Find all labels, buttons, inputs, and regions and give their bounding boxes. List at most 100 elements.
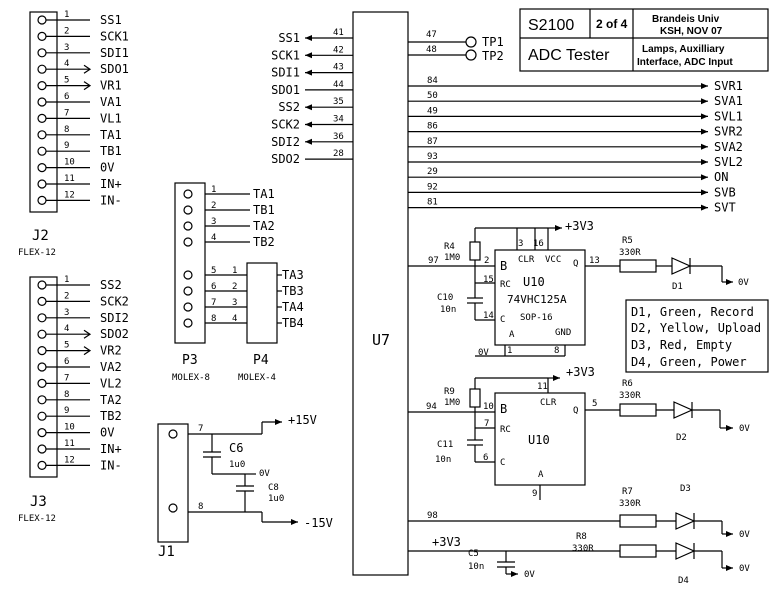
pin-signal: TB4 [282,316,304,330]
c8-ref: C8 [268,483,279,493]
pin-socket [37,31,47,42]
pin-socket [37,48,47,58]
u10b-pin7: 7 [484,419,489,429]
pin-signal: TB1 [253,203,275,217]
u10b-a: A [538,470,544,480]
pin-number: 10 [64,158,75,168]
pin-signal: SS1 [278,31,300,45]
pos-rail-label: +15V [288,413,317,427]
pin-signal: SVL1 [714,109,743,123]
r5-val: 330R [619,248,641,258]
pin-signal: VA2 [100,360,122,374]
pin-number: 43 [333,63,344,73]
pin-socket [37,163,47,173]
pin-number: 41 [333,28,344,38]
title-block: S2100 2 of 4 Brandeis Univ KSH, NOV 07 A… [519,8,769,72]
pin-number: 11 [64,439,75,449]
u10a-vcc: VCC [545,255,561,265]
j2-part: FLEX-12 [18,248,56,258]
pin-signal: VL2 [100,376,122,390]
pin-socket [183,286,193,296]
pin-signal: SCK2 [271,118,300,132]
pin-socket [37,346,47,356]
u10a-rc: RC [500,280,511,290]
u10a-pin13: 13 [589,256,600,266]
pin-socket [37,64,47,74]
pin-number: 84 [427,76,438,86]
pin-number: 5 [64,76,69,86]
pin-number: 3 [232,298,237,308]
r9-val: 1M0 [444,398,460,408]
c8-val: 1u0 [268,494,284,504]
c11-ref: C11 [437,440,453,450]
pin-number: 8 [211,314,216,324]
pin-socket [37,378,47,388]
pin-signal: ON [714,170,728,184]
u10a-pin14: 14 [483,311,494,321]
pin-number: 86 [427,122,438,132]
d2-ref: D2 [676,433,687,443]
pin-signal: SDI1 [100,46,129,60]
u10b-rc: RC [500,425,511,435]
pin-signal: SDI1 [271,66,300,80]
u10a-pin2: 2 [484,256,489,266]
c6-val: 1u0 [229,460,245,470]
pin-socket [37,395,47,405]
tp1-pin: 47 [426,30,437,40]
pin-signal: TB2 [253,235,275,249]
u7-ref: U7 [372,331,390,349]
pin-direction-icon [83,346,92,356]
j3-part: FLEX-12 [18,514,56,524]
pin-direction-icon [83,64,92,74]
pin-number: 3 [64,43,69,53]
pin-number: 2 [232,282,237,292]
pin-signal: SVT [714,201,736,215]
u10b-b: B [500,402,507,416]
pin-number: 1 [64,10,69,20]
pin-number: 1 [64,275,69,285]
pin-number: 9 [64,406,69,416]
u10a-clr: CLR [518,255,535,265]
u10a-supply: +3V3 [565,219,594,233]
pin-number: 87 [427,137,438,147]
pin-signal: SVA2 [714,140,743,154]
pin-number: 2 [64,26,69,36]
neg-rail-label: -15V [304,516,333,530]
pin-signal: TA4 [282,300,304,314]
pin-socket [37,113,47,124]
u10b-pin11: 11 [537,382,548,392]
legend-line-4: D4, Green, Power [631,355,747,369]
pin-signal: VR2 [100,344,122,358]
led-legend: D1, Green, Record D2, Yellow, Upload D3,… [625,299,769,373]
gnd-label-j1: 0V [259,469,270,479]
led-chains: R5 330R 0V D1 R6 330R 0V D2 98 R7 330R 0… [408,236,750,586]
pin-number: 4 [64,59,69,69]
pin-number: 3 [211,217,216,227]
pin-number: 6 [211,282,216,292]
pin-signal: SS1 [100,13,122,27]
u7-pin-97: 97 [428,256,439,266]
pin-signal: TA1 [100,128,122,142]
pin-signal: TB3 [282,284,304,298]
u10a-gnd-label: 0V [478,348,489,358]
j1-pin-bottom: 8 [198,502,203,512]
u10b-clr: CLR [540,398,557,408]
pin-signal: SDO1 [271,83,300,97]
sheet-label: S2100 [528,17,574,34]
pin-number: 9 [64,141,69,151]
u10-upper: B CLR VCC Q RC U10 74VHC125A SOP-16 C A … [408,219,620,358]
u10b-pin10: 10 [483,402,494,412]
pin-number: 7 [64,373,69,383]
pin-socket [37,411,47,421]
pin-signal: SDO2 [100,327,129,341]
pin-socket [37,362,47,372]
pin-number: 8 [64,125,69,135]
pin-number: 4 [64,324,69,334]
j1-ref: J1 [158,544,175,560]
c5-ref: C5 [468,549,479,559]
u10b-c: C [500,458,505,468]
pin-number: 8 [64,390,69,400]
pin-socket [37,146,47,156]
u10a-a: A [509,330,515,340]
